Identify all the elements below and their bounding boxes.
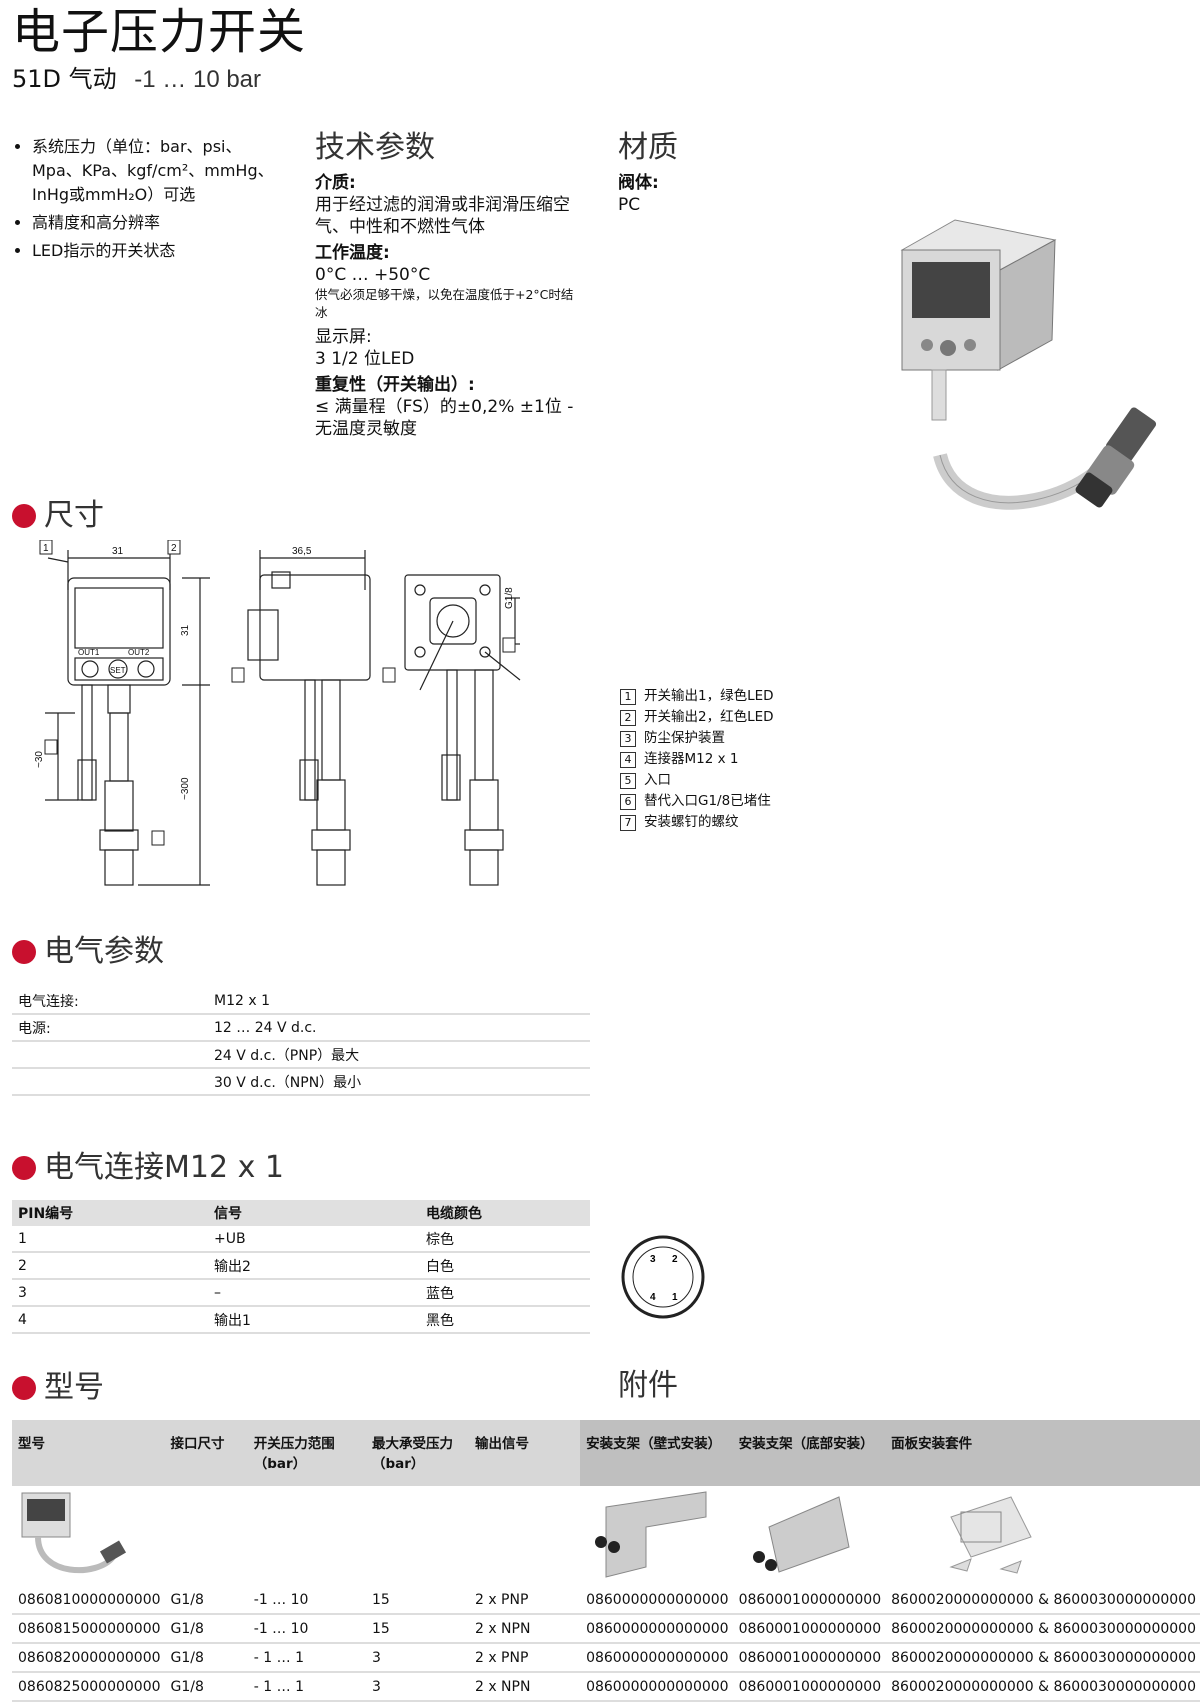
medium-value: 用于经过滤的润滑或非润滑压缩空气、中性和不燃性气体 bbox=[315, 195, 570, 237]
svg-text:1: 1 bbox=[672, 1292, 678, 1303]
body-label: 阀体: bbox=[618, 173, 659, 193]
set-label: SET bbox=[110, 666, 126, 675]
table-row: 电气连接:M12 x 1 bbox=[12, 988, 590, 1015]
electrical-table: 电气连接:M12 x 1 电源:12 … 24 V d.c. 24 V d.c.… bbox=[12, 988, 590, 1096]
temp-label: 工作温度: bbox=[315, 243, 390, 263]
pin-connector-diagram: 3 2 4 1 bbox=[621, 1235, 705, 1319]
section-bullet-icon bbox=[12, 504, 36, 528]
accessories-heading: 附件 bbox=[618, 1368, 678, 1403]
table-header: 型号 接口尺寸 开关压力范围（bar） 最大承受压力（bar） 输出信号 安装支… bbox=[12, 1420, 1200, 1486]
section-title: 电气参数 bbox=[44, 934, 164, 969]
section-bullet-icon bbox=[12, 940, 36, 964]
electrical-heading: 电气参数 bbox=[12, 932, 164, 972]
models-table: 型号 接口尺寸 开关压力范围（bar） 最大承受压力（bar） 输出信号 安装支… bbox=[12, 1420, 1200, 1702]
display-label: 显示屏: bbox=[315, 327, 372, 347]
body-value: PC bbox=[618, 195, 641, 215]
bottom-bracket-image bbox=[752, 1495, 850, 1573]
dim-thread-label: G1/8 bbox=[504, 587, 515, 609]
feature-item: 高精度和高分辨率 bbox=[32, 211, 282, 235]
medium-label: 介质: bbox=[315, 173, 356, 193]
table-row: 24 V d.c.（PNP）最大 bbox=[12, 1041, 590, 1069]
tech-specs: 技术参数 介质: 用于经过滤的润滑或非润滑压缩空气、中性和不燃性气体 工作温度:… bbox=[315, 128, 575, 440]
repeat-label: 重复性（开关输出）: bbox=[315, 375, 475, 395]
svg-text:3: 3 bbox=[650, 1254, 656, 1265]
svg-text:2: 2 bbox=[171, 543, 177, 554]
out2-label: OUT2 bbox=[128, 648, 150, 657]
image-row bbox=[12, 1486, 1200, 1586]
temp-note: 供气必须足够干燥，以免在温度低于+2°C时结冰 bbox=[315, 287, 574, 320]
svg-text:4: 4 bbox=[650, 1292, 656, 1303]
feature-item: LED指示的开关状态 bbox=[32, 239, 282, 263]
material-section: 材质 阀体: PC bbox=[618, 128, 818, 216]
dim-cable-short-label: ~30 bbox=[34, 751, 45, 768]
feature-item: 系统压力（单位：bar、psi、Mpa、KPa、kgf/cm²、mmHg、InH… bbox=[32, 135, 282, 207]
product-photo bbox=[900, 219, 1157, 510]
page-subtitle: 51D 气动 -1 … 10 bar bbox=[12, 64, 261, 95]
out1-label: OUT1 bbox=[78, 648, 100, 657]
section-bullet-icon bbox=[12, 1156, 36, 1180]
table-row: 30 V d.c.（NPN）最小 bbox=[12, 1068, 590, 1096]
tech-heading: 技术参数 bbox=[315, 130, 435, 165]
svg-text:1: 1 bbox=[43, 543, 49, 554]
table-row: 电源:12 … 24 V d.c. bbox=[12, 1014, 590, 1042]
dim-cable-long-label: ~300 bbox=[180, 777, 191, 800]
connection-heading: 电气连接M12 x 1 bbox=[12, 1148, 284, 1188]
svg-text:2: 2 bbox=[672, 1254, 678, 1265]
display-value: 3 1/2 位LED bbox=[315, 349, 415, 369]
temp-value: 0°C … +50°C bbox=[315, 265, 431, 285]
models-heading: 型号 bbox=[12, 1368, 104, 1408]
table-header: PIN编号 信号 电缆颜色 bbox=[12, 1200, 590, 1226]
dimensions-heading: 尺寸 bbox=[12, 496, 104, 536]
feature-list: 系统压力（单位：bar、psi、Mpa、KPa、kgf/cm²、mmHg、InH… bbox=[12, 135, 282, 267]
section-title: 型号 bbox=[44, 1370, 104, 1405]
section-title: 尺寸 bbox=[44, 498, 104, 533]
dim-width-label: 31 bbox=[112, 546, 124, 557]
dim-depth-label: 36,5 bbox=[292, 546, 312, 557]
product-thumbnail bbox=[21, 1492, 127, 1573]
wall-bracket-image bbox=[595, 1490, 707, 1578]
material-heading: 材质 bbox=[618, 130, 678, 165]
section-bullet-icon bbox=[12, 1376, 36, 1400]
page-title: 电子压力开关 bbox=[12, 4, 307, 60]
repeat-value: ≤ 满量程（FS）的±0,2% ±1位 - 无温度灵敏度 bbox=[315, 397, 574, 439]
dimension-drawing: 31 36,5 31 G1/8 ~30 ~300 OUT1 OUT2 SET 1… bbox=[34, 540, 521, 886]
dim-height-label: 31 bbox=[180, 624, 191, 636]
model-name: 51D 气动 bbox=[12, 65, 117, 93]
section-title: 电气连接M12 x 1 bbox=[44, 1150, 284, 1185]
table-row: 3–蓝色 bbox=[12, 1279, 590, 1307]
pressure-range: -1 … 10 bar bbox=[134, 66, 262, 93]
panel-kit-image bbox=[949, 1495, 1032, 1574]
